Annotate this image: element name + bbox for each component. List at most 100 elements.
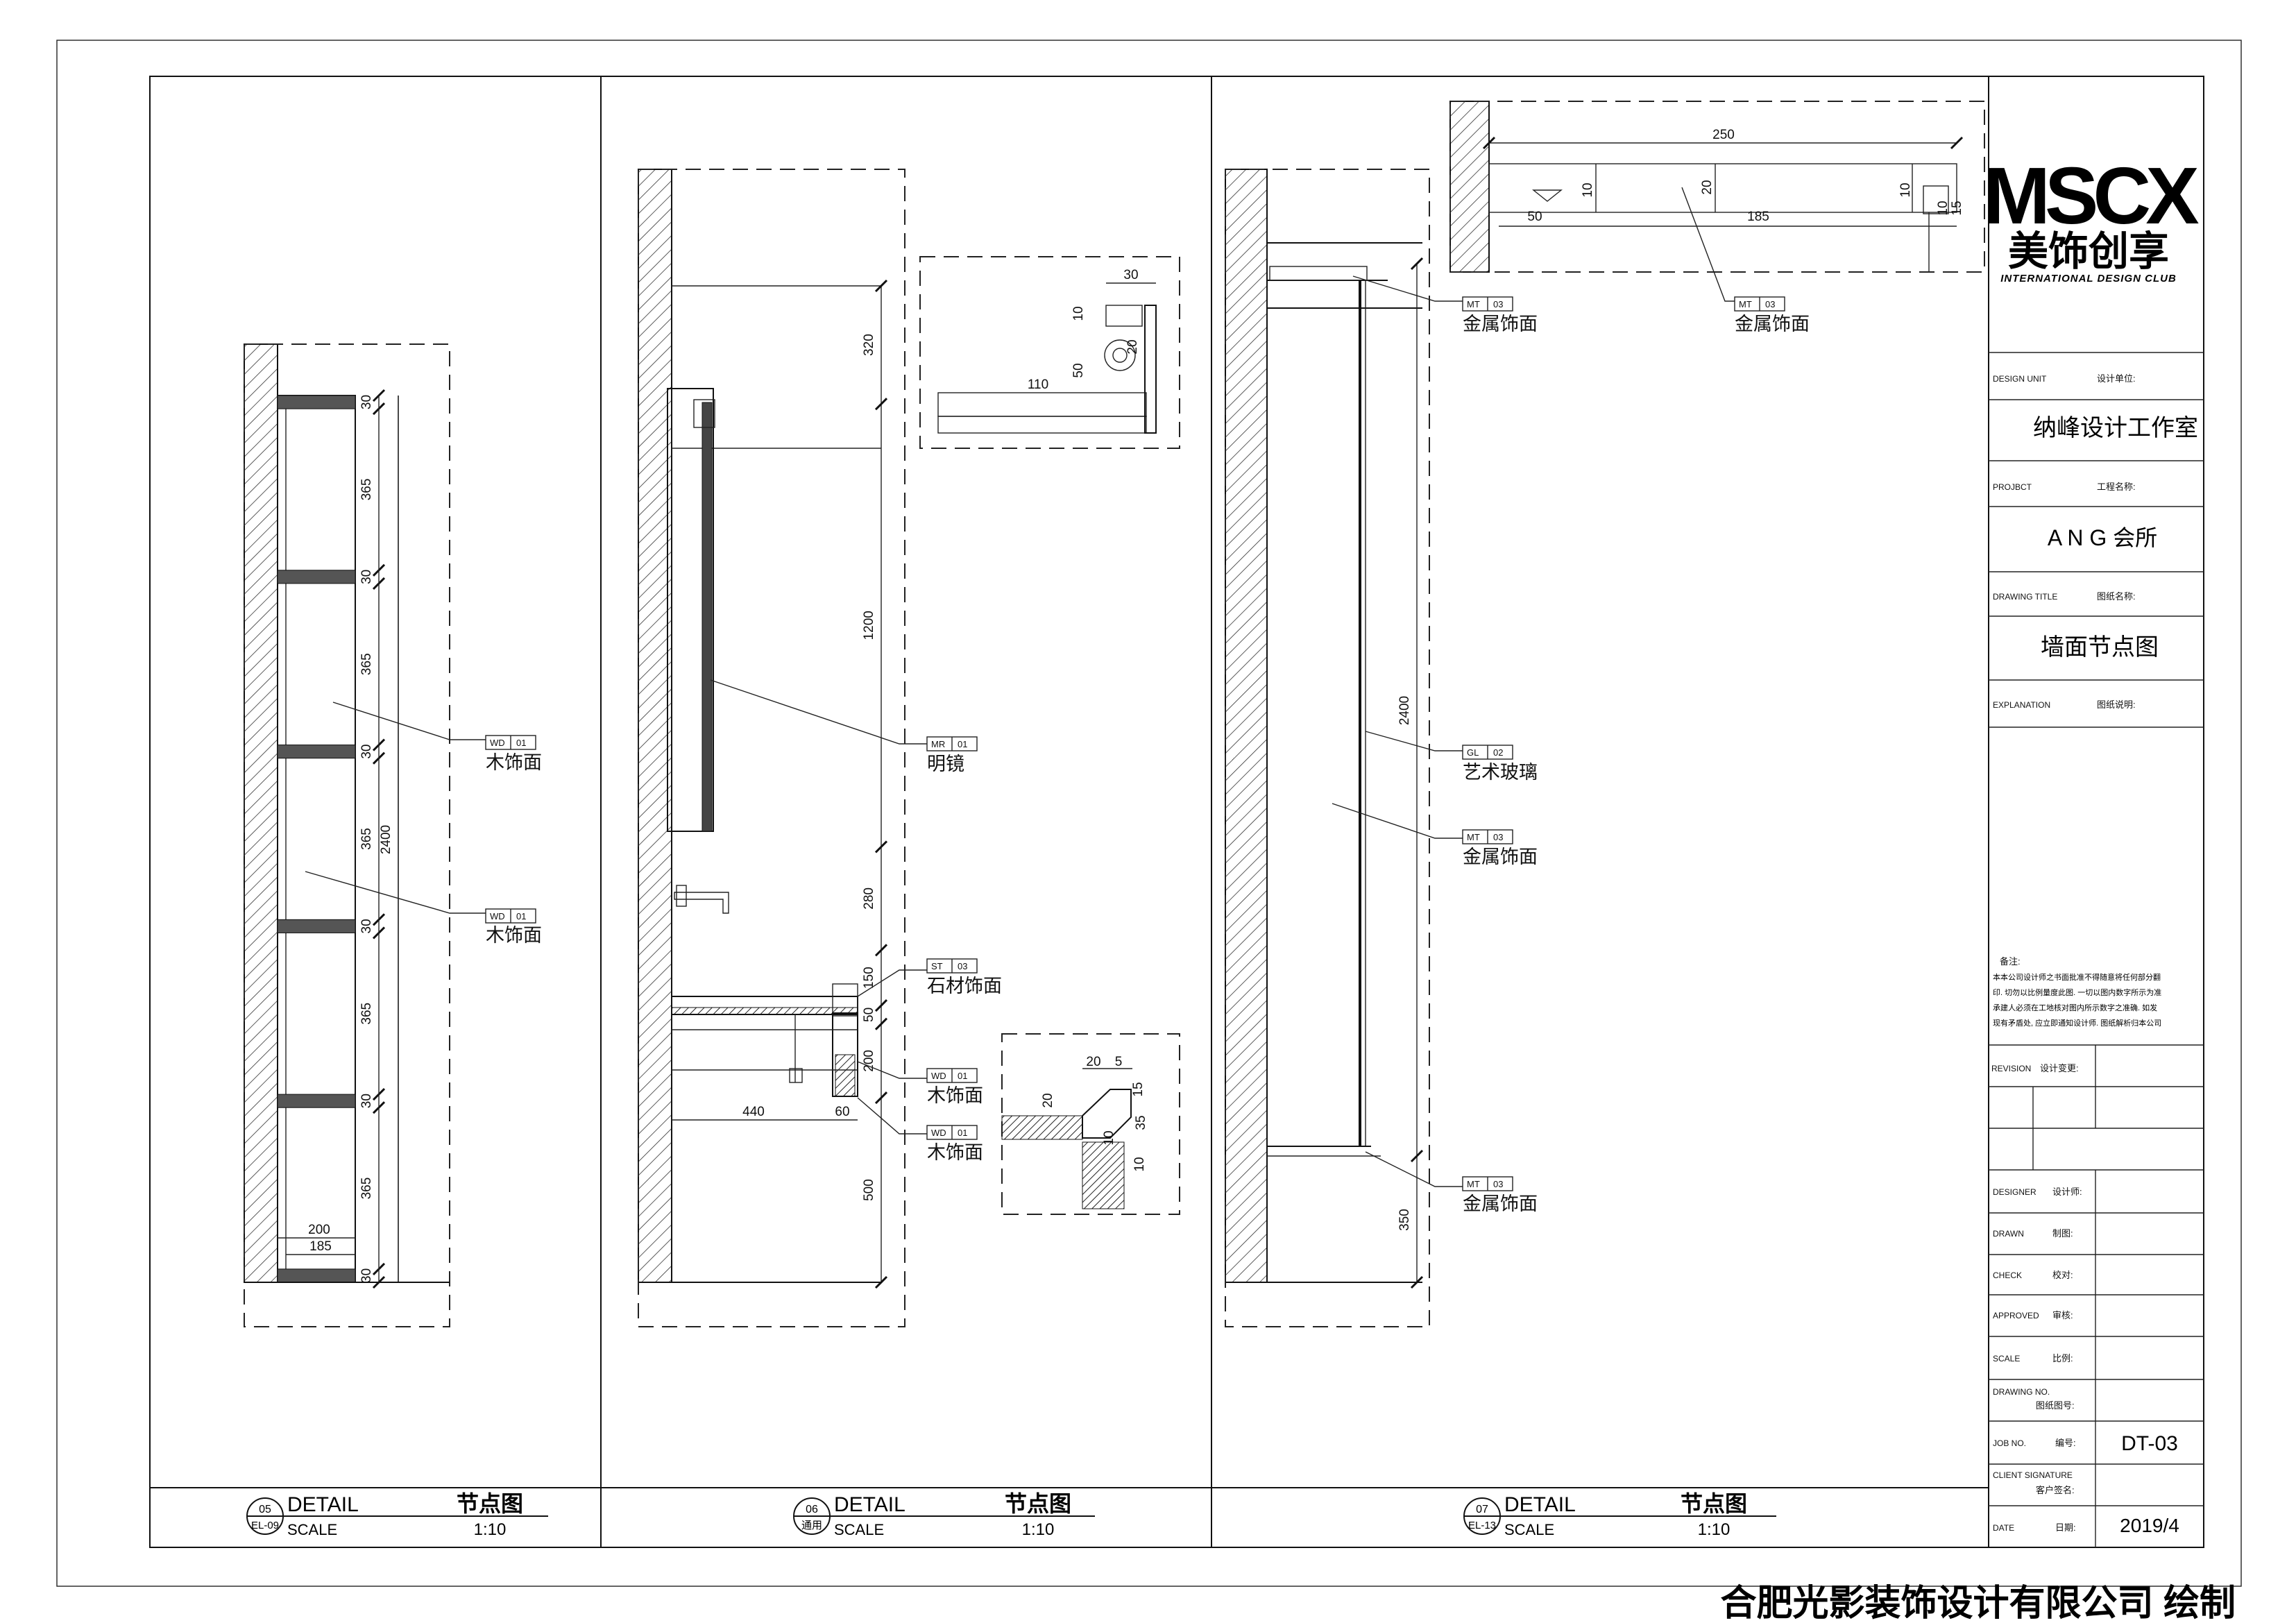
- svg-text:MT: MT: [1467, 299, 1480, 309]
- dim-segment-label: 1200: [862, 611, 876, 640]
- svg-text:30: 30: [1123, 268, 1138, 282]
- svg-text:承建人必须在工地核对图内所示数字之准确. 如发: 承建人必须在工地核对图内所示数字之准确. 如发: [1993, 1003, 2157, 1012]
- shelf-frame: [277, 395, 356, 1283]
- svg-text:1:10: 1:10: [474, 1520, 507, 1539]
- material-tag: MT 03 金属饰面: [1352, 275, 1538, 334]
- svg-text:05: 05: [259, 1504, 271, 1515]
- svg-text:现有矛盾处, 应立即通知设计师. 图纸解析归本公司: 现有矛盾处, 应立即通知设计师. 图纸解析归本公司: [1993, 1018, 2161, 1028]
- svg-text:印. 切勿以比例量度此图. 一切以图内数字所示为准: 印. 切勿以比例量度此图. 一切以图内数字所示为准: [1993, 987, 2161, 997]
- svg-text:10: 10: [1898, 182, 1913, 197]
- view-boundary: [244, 343, 450, 1327]
- svg-text:金属饰面: 金属饰面: [1463, 847, 1538, 867]
- dim-segment-label: 365: [359, 1003, 374, 1025]
- svg-text:备注:: 备注:: [2000, 956, 2021, 967]
- caption-detail-06: 06 通用 DETAIL SCALE 节点图 1:10: [793, 1491, 1095, 1539]
- material-tag: MT 03 金属饰面: [1681, 187, 1810, 334]
- dim-segment-label: 365: [359, 653, 374, 675]
- top-rail: [1269, 266, 1368, 281]
- outer-border: [56, 40, 2242, 1587]
- svg-text:MR: MR: [931, 739, 945, 749]
- svg-text:MSCX: MSCX: [1983, 151, 2199, 241]
- inset-mirror-clip: 30 10 20 50 110: [919, 256, 1180, 449]
- material-tag: WD 01 木饰面: [857, 1097, 983, 1163]
- svg-text:木饰面: 木饰面: [486, 752, 542, 773]
- svg-text:20: 20: [1700, 180, 1715, 194]
- svg-text:ST: ST: [931, 961, 943, 971]
- dim-total-label: 2400: [379, 825, 393, 854]
- svg-text:CLIENT SIGNATURE: CLIENT SIGNATURE: [1993, 1470, 2073, 1480]
- svg-text:DESIGNER: DESIGNER: [1993, 1187, 2036, 1197]
- plan-section: 250 10 20 50 185 10 10 15: [1449, 101, 1985, 273]
- caption-detail-07: 07 EL-13 DETAIL SCALE 节点图 1:10: [1463, 1491, 1776, 1539]
- dim-segment-label: 365: [359, 828, 374, 850]
- dim-segment-label: 365: [359, 479, 374, 501]
- shelf-board: [277, 570, 356, 584]
- svg-text:2019/4: 2019/4: [2120, 1515, 2179, 1536]
- svg-text:WD: WD: [490, 738, 505, 748]
- svg-text:美饰创享: 美饰创享: [2008, 229, 2169, 274]
- dim-label: 2400: [1397, 696, 1412, 725]
- inner-border: [149, 76, 2204, 1548]
- dim-segment-label: 200: [862, 1050, 876, 1072]
- svg-text:DETAIL: DETAIL: [287, 1493, 359, 1516]
- svg-text:MT: MT: [1467, 832, 1480, 842]
- svg-text:比例:: 比例:: [2052, 1353, 2073, 1363]
- dim-segment-label: 30: [359, 570, 374, 584]
- svg-text:木饰面: 木饰面: [927, 1142, 983, 1163]
- svg-text:DRAWING NO.: DRAWING NO.: [1993, 1387, 2050, 1397]
- svg-text:01: 01: [516, 911, 526, 921]
- svg-text:DETAIL: DETAIL: [1504, 1493, 1576, 1516]
- ceiling-section: [1267, 242, 1422, 309]
- dim-segment-label: 365: [359, 1178, 374, 1200]
- svg-text:1:10: 1:10: [1022, 1520, 1055, 1539]
- shelf-boards: [277, 395, 356, 1283]
- dim-segment-label: 150: [862, 967, 876, 989]
- svg-text:03: 03: [958, 961, 967, 971]
- svg-text:03: 03: [1493, 299, 1503, 309]
- svg-text:DATE: DATE: [1993, 1523, 2014, 1533]
- svg-text:01: 01: [516, 738, 526, 748]
- svg-text:校对:: 校对:: [2052, 1270, 2073, 1280]
- svg-text:01: 01: [958, 739, 967, 749]
- shelf-board: [277, 395, 356, 409]
- dim-label: 60: [835, 1105, 849, 1119]
- svg-text:纳峰设计工作室: 纳峰设计工作室: [2033, 415, 2198, 441]
- dim-segment-label: 30: [359, 745, 374, 759]
- svg-text:CHECK: CHECK: [1993, 1271, 2022, 1280]
- svg-text:SCALE: SCALE: [1993, 1354, 2020, 1363]
- svg-text:06: 06: [806, 1504, 818, 1515]
- svg-text:工程名称:: 工程名称:: [2097, 482, 2136, 492]
- svg-text:GL: GL: [1467, 747, 1479, 758]
- vanity-counter: [671, 983, 858, 1097]
- svg-text:图纸说明:: 图纸说明:: [2097, 699, 2136, 710]
- wall-hatch: [244, 343, 278, 1283]
- inset-counter-edge: 20 5 20 15 35 10 10: [1001, 1033, 1180, 1215]
- svg-text:金属饰面: 金属饰面: [1463, 1193, 1538, 1214]
- svg-text:木饰面: 木饰面: [927, 1085, 983, 1106]
- svg-text:图纸图号:: 图纸图号:: [2036, 1400, 2075, 1411]
- svg-text:墙面节点图: 墙面节点图: [2041, 634, 2159, 661]
- svg-text:木饰面: 木饰面: [486, 925, 542, 946]
- footer-credit: 合肥光影装饰设计有限公司 绘制: [1721, 1583, 2236, 1623]
- svg-text:03: 03: [1765, 299, 1775, 309]
- svg-text:艺术玻璃: 艺术玻璃: [1463, 762, 1538, 783]
- svg-text:本本公司设计师之书面批准不得随意将任何部分翻: 本本公司设计师之书面批准不得随意将任何部分翻: [1993, 972, 2161, 982]
- svg-text:WD: WD: [931, 1071, 946, 1081]
- material-tag: WD 01 木饰面: [332, 702, 542, 773]
- svg-text:01: 01: [958, 1128, 967, 1138]
- svg-text:15: 15: [1131, 1082, 1146, 1096]
- mirror-glass: [701, 402, 713, 832]
- dim-segment-label: 30: [359, 395, 374, 409]
- wall-hatch: [638, 169, 672, 1283]
- dim-segment-label: 30: [359, 1268, 374, 1283]
- svg-text:通用: 通用: [801, 1520, 822, 1531]
- dim-segment-label: 500: [862, 1179, 876, 1201]
- svg-text:20: 20: [1086, 1055, 1100, 1069]
- svg-text:03: 03: [1493, 1179, 1503, 1189]
- svg-text:15: 15: [1950, 201, 1964, 215]
- svg-text:01: 01: [958, 1071, 967, 1081]
- notes: 备注: 本本公司设计师之书面批准不得随意将任何部分翻 印. 切勿以比例量度此图.…: [1993, 956, 2161, 1028]
- material-tag: MT 03 金属饰面: [1332, 803, 1538, 867]
